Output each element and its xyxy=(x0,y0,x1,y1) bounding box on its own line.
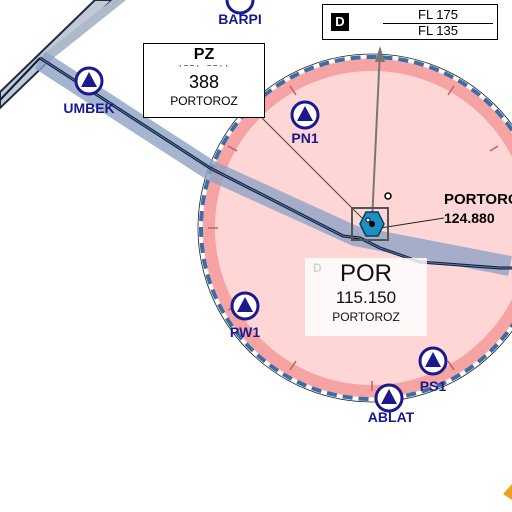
airspace-class-box[interactable]: D FL 175 FL 135 xyxy=(322,4,498,40)
control-zone-outline xyxy=(197,53,512,403)
vor-info-box[interactable]: POR 115.150 PORTOROZ xyxy=(305,258,427,336)
control-zone-boundary xyxy=(199,55,512,401)
waypoint-ablat[interactable]: ABLAT xyxy=(368,383,415,425)
airspace-limit-divider xyxy=(383,23,493,24)
airport-frequency: 124.880 xyxy=(444,210,495,226)
vor-ident: POR xyxy=(339,260,392,287)
waypoint-ablat-label: ABLAT xyxy=(368,409,415,425)
airport-label[interactable]: PORTOROZ 124.880 xyxy=(444,191,512,227)
waypoint-ps1-label: PS1 xyxy=(420,378,447,394)
vor-frequency: 115.150 xyxy=(335,288,397,307)
waypoint-barpi-label: BARPI xyxy=(218,11,262,27)
vor-symbol[interactable] xyxy=(351,207,389,241)
ndb-ident: PZ xyxy=(193,46,215,63)
waypoint-pw1-label: PW1 xyxy=(230,324,261,340)
airspace-class-badge: D xyxy=(331,13,349,31)
aerodrome-dot xyxy=(384,192,392,200)
waypoint-ps1[interactable]: PS1 xyxy=(418,346,448,394)
map-edge-marker xyxy=(503,484,512,500)
waypoint-pn1-label: PN1 xyxy=(291,130,318,146)
pz-leader-line xyxy=(261,117,365,221)
waypoint-pn1[interactable]: PN1 xyxy=(290,100,320,146)
ndb-frequency: 388 xyxy=(188,72,220,92)
airway-north xyxy=(36,0,126,64)
vor-north-radial xyxy=(371,49,381,223)
route-line-west xyxy=(0,57,41,101)
ndb-info-box[interactable]: PZ ·−−· −−·· 388 PORTOROZ xyxy=(143,43,265,118)
waypoint-umbek-label: UMBEK xyxy=(63,100,114,116)
airport-name: PORTOROZ xyxy=(444,191,512,208)
ndb-morse-code: ·−−· −−·· xyxy=(177,62,231,71)
waypoint-umbek[interactable]: UMBEK xyxy=(63,66,115,116)
ndb-name: PORTOROZ xyxy=(170,94,238,108)
waypoint-pw1[interactable]: PW1 xyxy=(230,291,261,340)
vor-name: PORTOROZ xyxy=(332,310,400,324)
north-arrow-head xyxy=(375,46,385,62)
route-line-inner xyxy=(39,57,512,269)
waypoint-barpi[interactable]: BARPI xyxy=(218,0,262,27)
airspace-lower-limit: FL 135 xyxy=(418,23,458,38)
portoroz-leader-line xyxy=(379,217,445,229)
airway-band xyxy=(34,51,512,276)
airspace-upper-limit: FL 175 xyxy=(418,7,458,22)
